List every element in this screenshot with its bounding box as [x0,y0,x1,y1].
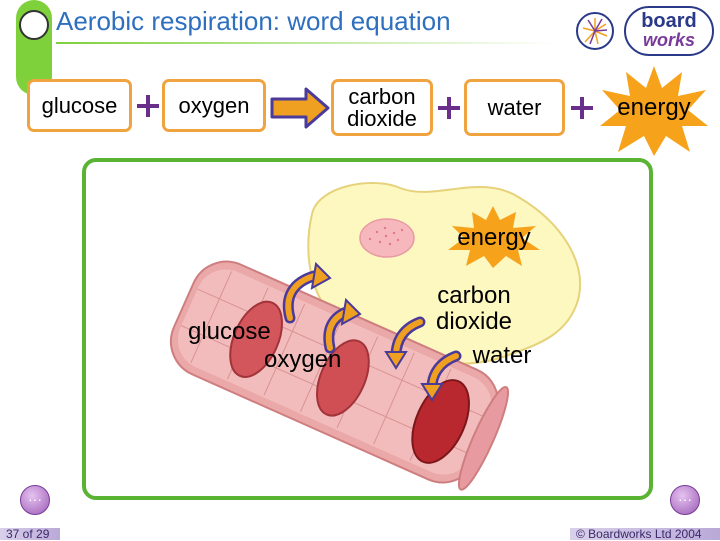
nav-prev-icon[interactable]: ··· [20,485,50,515]
reactant-oxygen-box: oxygen [162,79,266,132]
reactant-oxygen-label: oxygen [178,92,250,118]
cell-co2-line2: dioxide [435,308,513,335]
blood-glucose-label: glucose [188,318,271,345]
title-underline [56,42,556,44]
product-energy-label: energy [617,94,691,121]
logo-word-board: board [641,10,697,32]
reactant-glucose-box: glucose [27,79,132,132]
nav-next-icon[interactable]: ··· [670,485,700,515]
footer-left-bar [0,528,60,540]
cell-co2-line1: carbon [437,282,511,309]
reactant-glucose-label: glucose [41,92,118,118]
product-water-box: water [464,79,565,136]
plus-icon [571,97,593,119]
plus-icon [137,95,159,117]
cell-energy-label: energy [457,224,531,251]
lab-icon [19,10,49,40]
diffusion-arrow-icon [282,261,332,324]
product-co2-line2: dioxide [347,105,417,131]
cell-diagram [169,182,581,491]
blood-oxygen-label: oxygen [264,346,342,373]
copyright: © Boardworks Ltd 2004 [576,527,702,541]
page-title: Aerobic respiration: word equation [56,6,451,36]
plus-icon [438,97,460,119]
footer-right-bar [570,528,720,540]
cell-nucleus [359,218,415,258]
diffusion-arrow-icon [384,316,426,370]
logo-word-works: works [642,30,696,50]
reaction-arrow-icon [270,87,330,129]
diffusion-arrow-icon [420,350,462,402]
energy-burst-icon [600,66,708,156]
logo-mark-icon [576,12,614,50]
cell-energy-burst-icon [448,206,540,268]
cell-water-label: water [472,342,532,369]
red-blood-cell [229,300,283,378]
page-counter: 37 of 29 [6,527,50,541]
red-blood-cell [411,379,470,464]
diffusion-arrow-icon [323,297,362,354]
product-co2-line1: carbon [348,83,416,109]
capillary [169,260,510,491]
product-water-label: water [487,94,542,120]
boardworks-logo: board works [624,6,714,56]
product-co2-box: carbon dioxide [331,79,433,136]
red-blood-cell [316,339,370,417]
